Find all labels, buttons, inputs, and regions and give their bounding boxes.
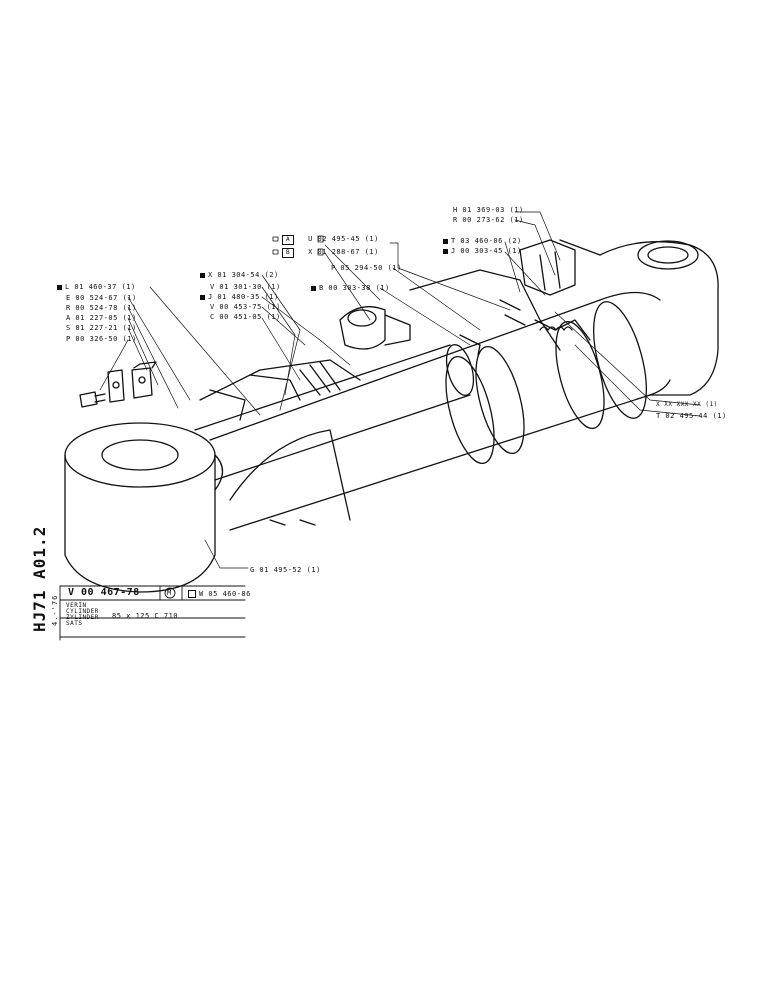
label-j-01-480-35: J 01 480-35 (1) [200, 293, 279, 301]
label-text: E 00 524-67 (1) [66, 294, 137, 302]
label-text: V 00 453-75 (1) [210, 303, 281, 311]
label-text: G 01 495-52 (1) [250, 566, 321, 574]
label-text: J 00 303-45 (1) [451, 247, 522, 255]
box-letter: A [282, 235, 295, 245]
title-line-1: VERIN [66, 603, 87, 609]
label-r-00-273-62: R 00 273-62 (1) [453, 216, 524, 224]
label-text: R 00 273-62 (1) [453, 216, 524, 224]
label-boxed-a: A U 02 495-45 (1) [280, 235, 379, 245]
label-text: P 00 326-50 (1) [66, 335, 137, 343]
label-a-01-227-05: A 01 227-05 (1) [66, 314, 137, 322]
label-text: X 01 304-54 (2) [208, 271, 279, 279]
label-b-00-303-38: B 00 303-38 (1) [311, 284, 390, 292]
gland-section [199, 306, 411, 526]
label-text: H 01 369-03 (1) [453, 206, 524, 214]
title-part-mark: M [167, 589, 172, 597]
title-ref-code: W 05 460-86 [188, 590, 251, 598]
label-x-xx-xxx-xx: X XX XXX-XX (1) [656, 401, 718, 409]
sub-code: 4.-'76 [51, 595, 59, 626]
label-l-01-460-37: L 01 460-37 (1) [57, 283, 136, 291]
cylinder-barrel [209, 291, 671, 531]
loose-parts [79, 361, 157, 408]
label-h-01-369-03: H 01 369-03 (1) [453, 206, 524, 214]
front-eye-mount [64, 422, 216, 593]
label-text: X 01 288-67 (1) [308, 248, 379, 256]
title-line: CYLINDER [66, 608, 99, 615]
label-boxed-b: B X 01 288-67 (1) [280, 248, 379, 258]
label-text: X XX XXX-XX (1) [656, 401, 718, 408]
mark-text: M [167, 589, 172, 597]
bullet-marker [200, 294, 205, 300]
label-x-01-304-54: X 01 304-54 (2) [200, 271, 279, 279]
label-g-01-495-52: G 01 495-52 (1) [250, 566, 321, 574]
bullet-marker [57, 284, 62, 290]
label-text: T 03 460-06 (2) [451, 237, 522, 245]
page-code-text: HJ71 A01.2 [30, 525, 49, 632]
bullet-marker [443, 248, 448, 254]
label-text: R 00 524-78 (1) [66, 304, 137, 312]
sub-code-text: 4.-'76 [51, 594, 59, 626]
bullet-marker [311, 285, 316, 291]
label-text: U 02 495-45 (1) [308, 235, 379, 243]
title-line-3: ZYLINDER [66, 615, 99, 621]
title-line-2: CYLINDER [66, 609, 99, 615]
label-v-01-301-30: V 01 301-30 (1) [210, 283, 281, 291]
label-c-00-451-05: C 00 451-05 (1) [210, 313, 281, 321]
title-part-number: V 00 467-78 [68, 587, 140, 599]
box-letter: B [282, 248, 295, 258]
label-text: J 01 480-35 (1) [208, 293, 279, 301]
part-number-text: V 00 467-78 [68, 587, 140, 598]
label-text: B 00 303-38 (1) [319, 284, 390, 292]
label-v-00-453-75: V 00 453-75 (1) [210, 303, 281, 311]
label-text: L 01 460-37 (1) [65, 283, 136, 291]
label-p-00-326-50: P 00 326-50 (1) [66, 335, 137, 343]
label-text: C 00 451-05 (1) [210, 313, 281, 321]
label-text: A 01 227-05 (1) [66, 314, 137, 322]
label-e-00-524-67: E 00 524-67 (1) [66, 294, 137, 302]
label-text: T 02 495-44 (1) [656, 412, 727, 420]
label-text: V 01 301-30 (1) [210, 283, 281, 291]
boxed-part-icons [272, 235, 324, 256]
bullet-marker [443, 238, 448, 244]
title-line: SATS [66, 620, 83, 627]
bullet-marker [200, 272, 205, 278]
title-block-frame [59, 585, 246, 641]
rear-eye-mount [559, 239, 719, 396]
label-t-03-460-06: T 03 460-06 (2) [443, 237, 522, 245]
piston-section [409, 239, 591, 356]
page-code: HJ71 A01.2 [30, 526, 49, 632]
title-spec: 85 x 125 C 710 [112, 612, 178, 620]
spec-text: 85 x 125 C 710 [112, 612, 179, 620]
label-r-00-524-78: R 00 524-78 (1) [66, 304, 137, 312]
title-line-4: SATS [66, 621, 82, 627]
label-p-05-294-50: P 05 294-50 (1) [331, 264, 402, 272]
label-text: P 05 294-50 (1) [331, 264, 402, 272]
label-j-00-303-45: J 00 303-45 (1) [443, 247, 522, 255]
title-line: VERIN [66, 602, 87, 609]
leader-lines [99, 211, 701, 569]
piston-rod [194, 344, 475, 491]
checkbox-marker [188, 590, 196, 598]
label-t-02-495-44: T 02 495-44 (1) [656, 412, 727, 420]
ref-text: W 05 460-86 [199, 590, 251, 598]
label-s-01-227-21: S 01 227-21 (1) [66, 324, 137, 332]
label-text: S 01 227-21 (1) [66, 324, 137, 332]
title-line: ZYLINDER [66, 614, 99, 621]
